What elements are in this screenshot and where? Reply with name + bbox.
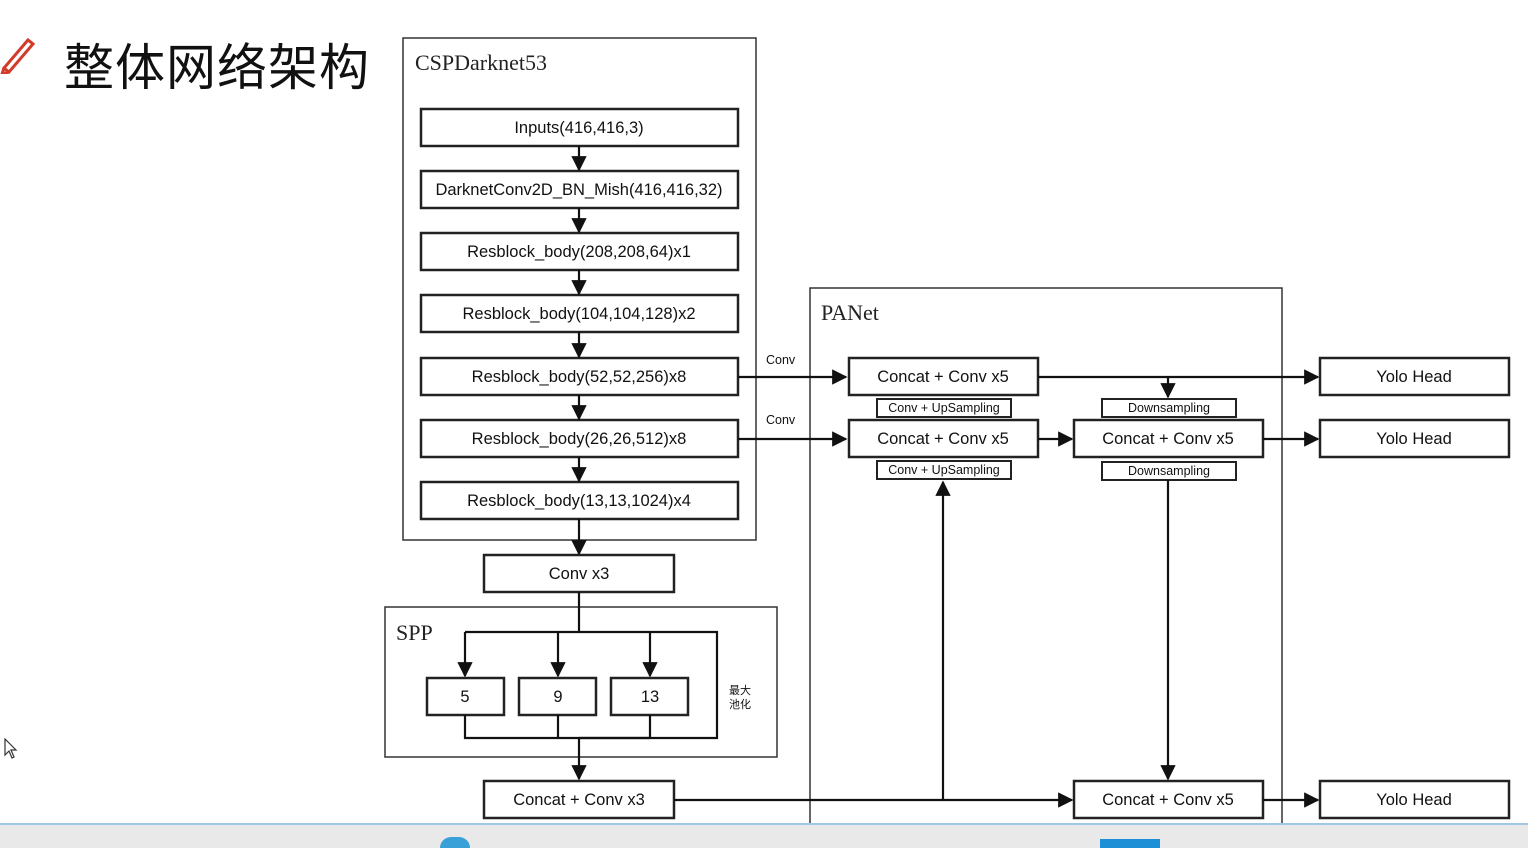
conv-bn-mish-box: DarknetConv2D_BN_Mish(416,416,32) xyxy=(419,169,740,210)
yolo-head-1-label: Yolo Head xyxy=(1376,368,1452,386)
yolo-head-1-box: Yolo Head xyxy=(1318,356,1511,397)
resblock-5-label: Resblock_body(13,13,1024)x4 xyxy=(467,492,691,510)
taskbar-app-icon[interactable] xyxy=(440,837,470,848)
upsample-1-box: Conv + UpSampling xyxy=(876,398,1012,418)
conv3-box: Conv x3 xyxy=(482,553,676,594)
conv3-label: Conv x3 xyxy=(549,565,610,583)
taskbar-active-app[interactable] xyxy=(1100,839,1160,848)
downsample-1-box: Downsampling xyxy=(1101,398,1237,418)
conv-bn-mish-label: DarknetConv2D_BN_Mish(416,416,32) xyxy=(435,181,722,199)
concat-a-box: Concat + Conv x5 xyxy=(847,356,1040,397)
spp-merge-line xyxy=(463,715,652,740)
yolo-head-3-label: Yolo Head xyxy=(1376,791,1452,809)
resblock-1-label: Resblock_body(208,208,64)x1 xyxy=(467,243,691,261)
resblock-4-box: Resblock_body(26,26,512)x8 xyxy=(419,418,740,459)
spp-group: SPP xyxy=(384,606,778,758)
resblock-5-box: Resblock_body(13,13,1024)x4 xyxy=(419,480,740,521)
yolo-head-2-label: Yolo Head xyxy=(1376,430,1452,448)
concat-c-label: Concat + Conv x5 xyxy=(1102,430,1234,448)
panet-group-label: PANet xyxy=(821,300,879,325)
concat-b-box: Concat + Conv x5 xyxy=(847,418,1040,459)
concat-c-box: Concat + Conv x5 xyxy=(1072,418,1265,459)
resblock-1-box: Resblock_body(208,208,64)x1 xyxy=(419,231,740,272)
upsample-1-label: Conv + UpSampling xyxy=(888,401,1000,415)
yolo-head-2-box: Yolo Head xyxy=(1318,418,1511,459)
csp-group-label: CSPDarknet53 xyxy=(415,50,547,75)
pool-9-label: 9 xyxy=(553,688,562,706)
slide-title: 整体网络架构 xyxy=(64,39,370,97)
pool-5-label: 5 xyxy=(460,688,469,706)
resblock-4-label: Resblock_body(26,26,512)x8 xyxy=(472,430,687,448)
downsample-2-label: Downsampling xyxy=(1128,464,1210,478)
concat-conv3-label: Concat + Conv x3 xyxy=(513,791,645,809)
conv-label-2: Conv xyxy=(766,413,796,427)
conv-label-1: Conv xyxy=(766,353,796,367)
resblock-3-label: Resblock_body(52,52,256)x8 xyxy=(472,368,687,386)
concat-a-label: Concat + Conv x5 xyxy=(877,368,1009,386)
pool-9-box: 9 xyxy=(517,676,598,717)
resblock-2-box: Resblock_body(104,104,128)x2 xyxy=(419,293,740,334)
concat-b-label: Concat + Conv x5 xyxy=(877,430,1009,448)
resblock-3-box: Resblock_body(52,52,256)x8 xyxy=(419,356,740,397)
spp-group-label: SPP xyxy=(396,620,433,645)
concat-conv3-box: Concat + Conv x3 xyxy=(482,779,676,820)
pool-5-box: 5 xyxy=(425,676,506,717)
downsample-2-box: Downsampling xyxy=(1101,461,1237,481)
upsample-2-box: Conv + UpSampling xyxy=(876,460,1012,480)
inputs-label: Inputs(416,416,3) xyxy=(514,119,643,137)
pool-13-label: 13 xyxy=(641,688,659,706)
resblock-2-label: Resblock_body(104,104,128)x2 xyxy=(463,305,696,323)
cursor-icon xyxy=(4,738,18,759)
pool-note-line1: 最大 xyxy=(729,683,751,697)
upsample-2-label: Conv + UpSampling xyxy=(888,463,1000,477)
inputs-box: Inputs(416,416,3) xyxy=(419,107,740,148)
concat-d-label: Concat + Conv x5 xyxy=(1102,791,1234,809)
concat-d-box: Concat + Conv x5 xyxy=(1072,779,1265,820)
pool-note-line2: 池化 xyxy=(729,697,751,711)
downsample-1-label: Downsampling xyxy=(1128,401,1210,415)
pen-icon xyxy=(0,37,36,74)
taskbar xyxy=(0,823,1528,848)
yolo-head-3-box: Yolo Head xyxy=(1318,779,1511,820)
pool-13-box: 13 xyxy=(609,676,690,717)
